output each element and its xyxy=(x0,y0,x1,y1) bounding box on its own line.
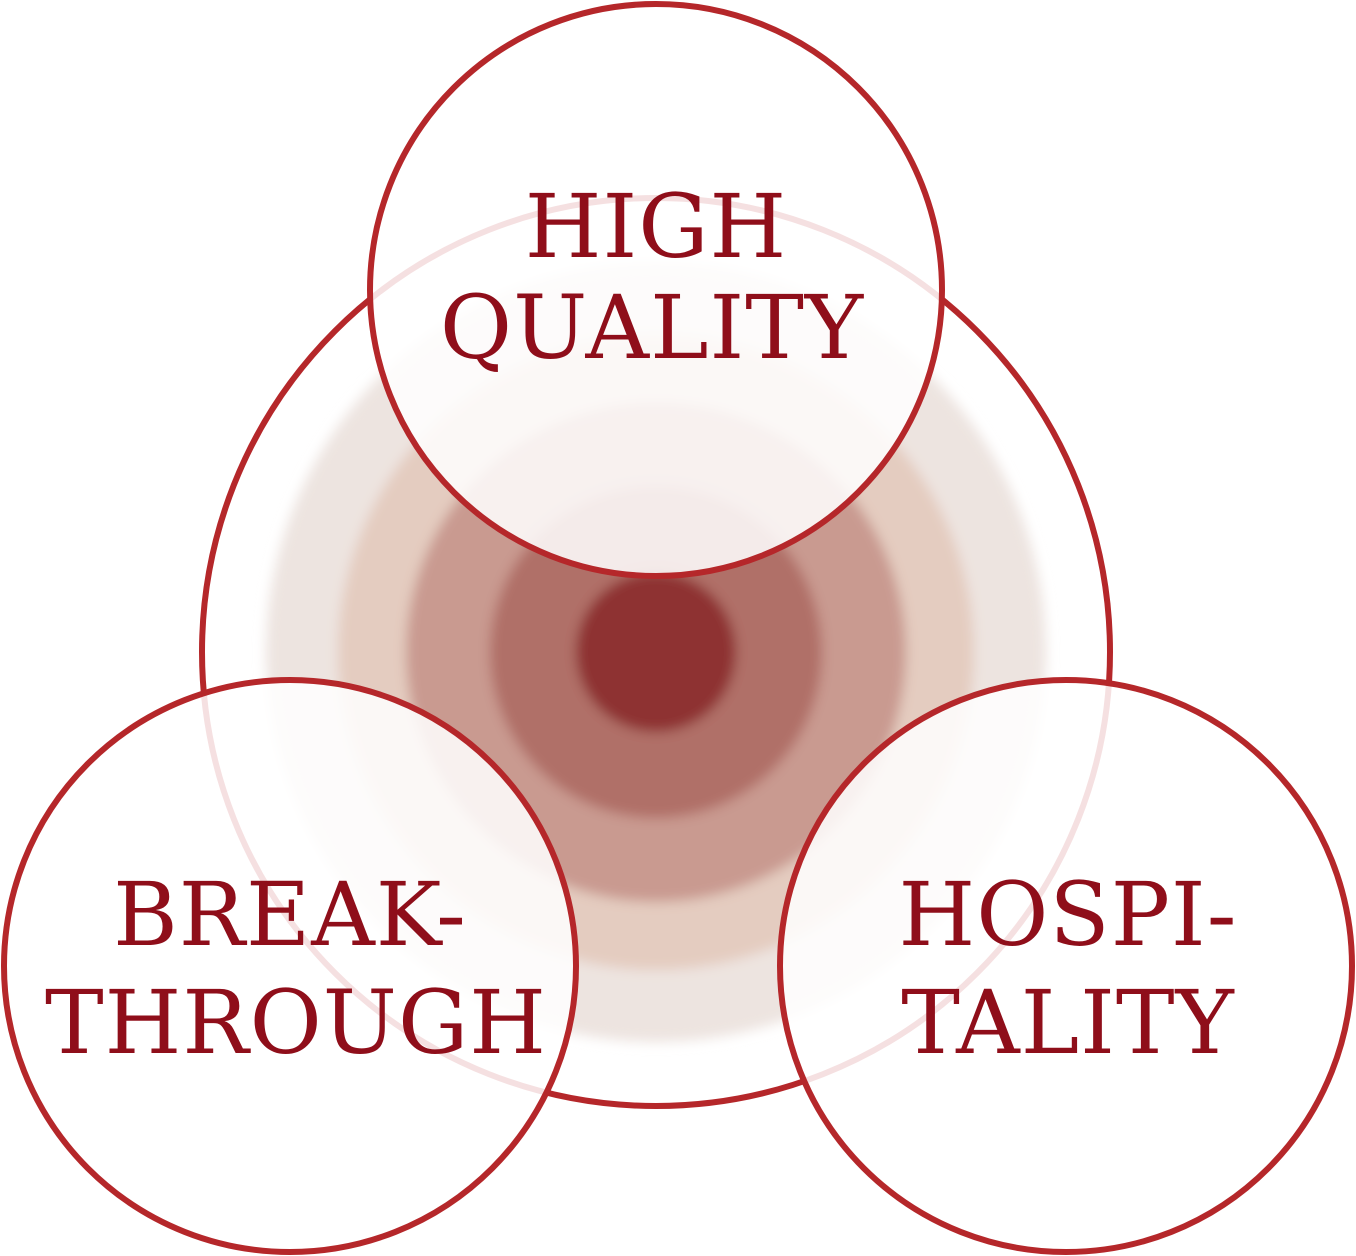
circle-hospitality: HOSPI- TALITY xyxy=(777,677,1355,1255)
hospitality-line-2: TALITY xyxy=(901,971,1234,1074)
breakthrough-line-1: BREAK- xyxy=(113,863,467,966)
circle-breakthrough: BREAK- THROUGH xyxy=(1,677,579,1255)
breakthrough-line-2: THROUGH xyxy=(45,971,547,1074)
high-quality-line-1: HIGH xyxy=(525,175,788,278)
hospitality-line-1: HOSPI- xyxy=(899,863,1238,966)
ring-5 xyxy=(576,572,736,732)
circle-high-quality: HIGH QUALITY xyxy=(367,1,945,579)
high-quality-line-2: QUALITY xyxy=(440,276,864,379)
